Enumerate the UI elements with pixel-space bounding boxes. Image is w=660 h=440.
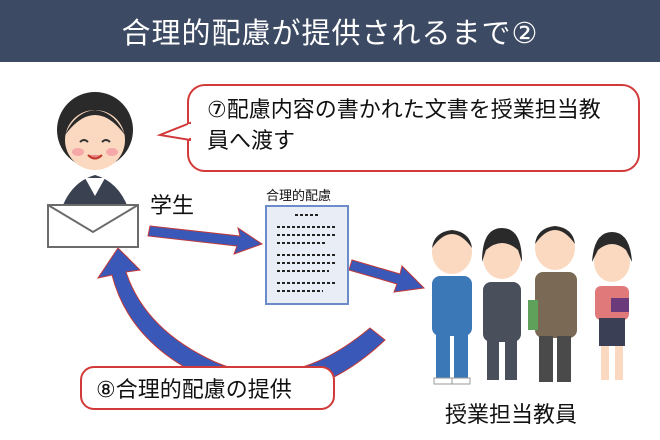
callout-tail (156, 121, 191, 142)
callout-tail-mask (188, 124, 194, 138)
teachers-label: 授業担当教員 (445, 403, 578, 428)
arrow-student-to-document (147, 225, 264, 255)
teacher-1 (432, 230, 472, 385)
teacher-3 (528, 226, 577, 382)
speech-callout: ⑦配慮内容の書かれた文書を授業担当教員へ渡す (187, 84, 640, 172)
provision-callout: ⑧合理的配慮の提供 (80, 366, 335, 410)
document-text-lines (277, 214, 335, 292)
page-title: 合理的配慮が提供されるまで② (121, 16, 539, 50)
envelope-icon (47, 204, 139, 248)
student-label: 学生 (150, 194, 195, 219)
callout-text: ⑦配慮内容の書かれた文書を授業担当教員へ渡す (207, 98, 601, 154)
accommodation-document (265, 205, 349, 305)
document-title: 合理的配慮 (266, 189, 332, 204)
arrow-document-to-teachers (348, 259, 426, 293)
provision-text: ⑧合理的配慮の提供 (96, 378, 292, 403)
teacher-2 (482, 228, 522, 380)
teacher-4 (592, 232, 632, 380)
title-bar: 合理的配慮が提供されるまで② (0, 0, 660, 62)
